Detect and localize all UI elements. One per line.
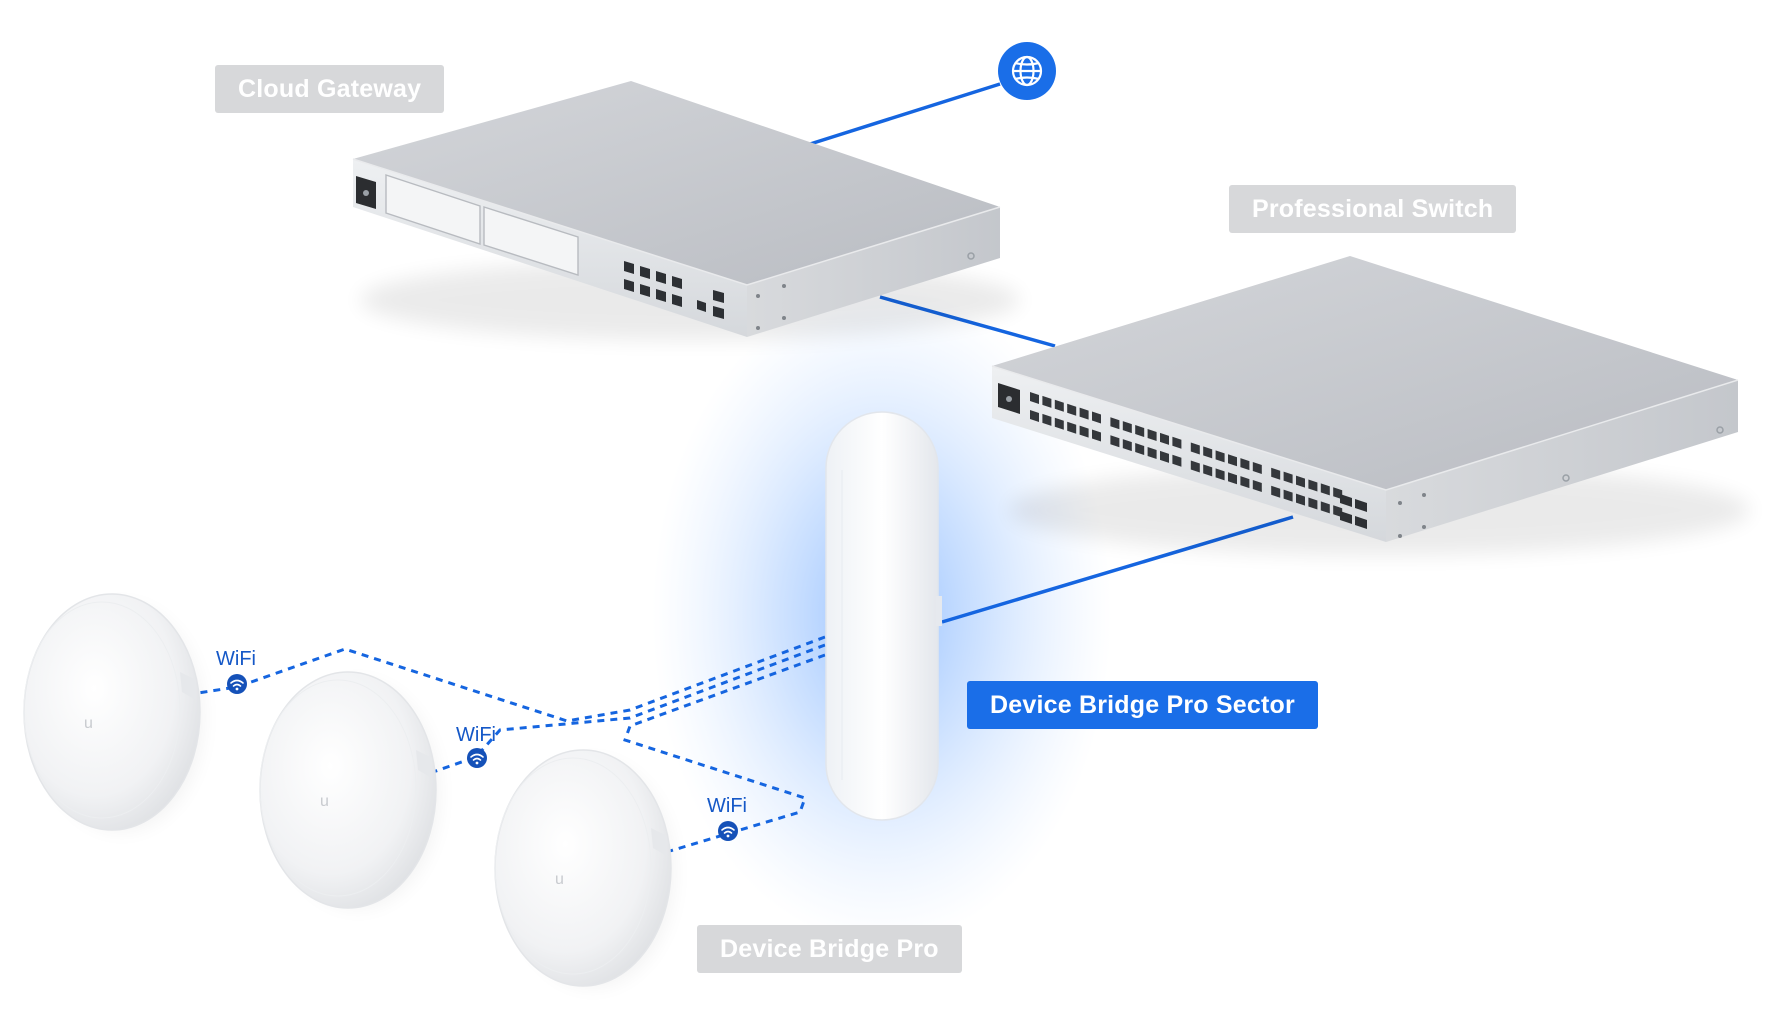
bridge-pro-dish-1: u <box>23 593 202 831</box>
switch-port <box>1067 421 1077 434</box>
svg-text:u: u <box>320 793 329 810</box>
wifi-label-3: WiFi <box>707 795 747 817</box>
switch-port <box>1092 411 1101 424</box>
switch-port <box>1190 442 1200 455</box>
switch-port <box>1054 417 1064 430</box>
switch-port <box>1172 436 1182 449</box>
internet-node <box>998 42 1056 100</box>
switch-port <box>1296 493 1305 506</box>
switch-port <box>1042 395 1052 408</box>
svg-text:u: u <box>555 871 564 888</box>
switch-port <box>1147 428 1157 441</box>
switch-port <box>1333 487 1343 500</box>
switch-port <box>1122 421 1132 434</box>
switch-port <box>1160 432 1169 445</box>
switch-port <box>1190 460 1200 473</box>
switch-port <box>1252 480 1262 493</box>
link-internet-gateway <box>806 82 1001 147</box>
switch-port <box>1147 446 1157 459</box>
wifi-label-1: WiFi <box>216 648 256 670</box>
svg-text:u: u <box>84 715 93 732</box>
switch-port <box>1228 454 1237 467</box>
switch-ports <box>1030 392 1343 518</box>
switch-port <box>1283 489 1293 502</box>
switch-port <box>1030 392 1039 404</box>
switch-port <box>1203 464 1213 477</box>
switch-port <box>1240 476 1250 489</box>
wifi-icon <box>721 826 735 834</box>
bridge-pro-dish-2: u <box>259 671 438 909</box>
switch-port <box>1320 501 1330 514</box>
switch-port <box>1067 403 1077 416</box>
switch-port <box>1160 450 1169 463</box>
switch-port <box>1283 471 1293 484</box>
switch-port <box>1110 417 1120 430</box>
device-bridge-pro-sector <box>825 411 942 821</box>
wifi-badge-1: WiFi <box>216 648 256 694</box>
wifi-badge-3: WiFi <box>707 795 747 841</box>
bridge-pro-dish-3: u <box>494 749 673 987</box>
switch-port <box>1308 479 1318 492</box>
switch-port <box>1135 425 1145 438</box>
label-professional-switch: Professional Switch <box>1229 185 1517 233</box>
globe-icon <box>1011 55 1043 87</box>
switch-port <box>1079 407 1089 420</box>
wifi-label-2: WiFi <box>456 724 496 746</box>
switch-port <box>1252 462 1262 475</box>
switch-port <box>1054 399 1064 412</box>
switch-port <box>1135 443 1145 456</box>
switch-port <box>1320 483 1330 496</box>
professional-switch-device <box>991 256 1750 555</box>
switch-port <box>1296 475 1305 488</box>
switch-port <box>1079 425 1089 438</box>
switch-port <box>1172 454 1182 467</box>
switch-port <box>1030 410 1039 422</box>
switch-port <box>1092 429 1101 442</box>
cloud-gateway-device <box>352 81 1020 340</box>
wifi-icon <box>230 679 244 687</box>
switch-port <box>1240 458 1250 471</box>
wifi-icon <box>470 753 484 761</box>
switch-port <box>1215 450 1225 463</box>
switch-port <box>1308 497 1318 510</box>
switch-port <box>1110 435 1120 448</box>
label-device-bridge-pro: Device Bridge Pro <box>697 925 962 973</box>
wifi-badge-2: WiFi <box>456 724 496 768</box>
switch-port <box>1228 472 1237 485</box>
switch-port <box>1122 439 1132 452</box>
switch-port <box>1215 468 1225 481</box>
label-cloud-gateway: Cloud Gateway <box>215 65 445 113</box>
switch-port <box>1271 485 1281 498</box>
switch-port <box>1042 413 1052 426</box>
gateway-ports <box>624 261 724 319</box>
label-device-bridge-pro-sector: Device Bridge Pro Sector <box>967 681 1318 729</box>
switch-port <box>1203 446 1213 459</box>
switch-port <box>1333 505 1343 518</box>
switch-port <box>1271 467 1281 480</box>
